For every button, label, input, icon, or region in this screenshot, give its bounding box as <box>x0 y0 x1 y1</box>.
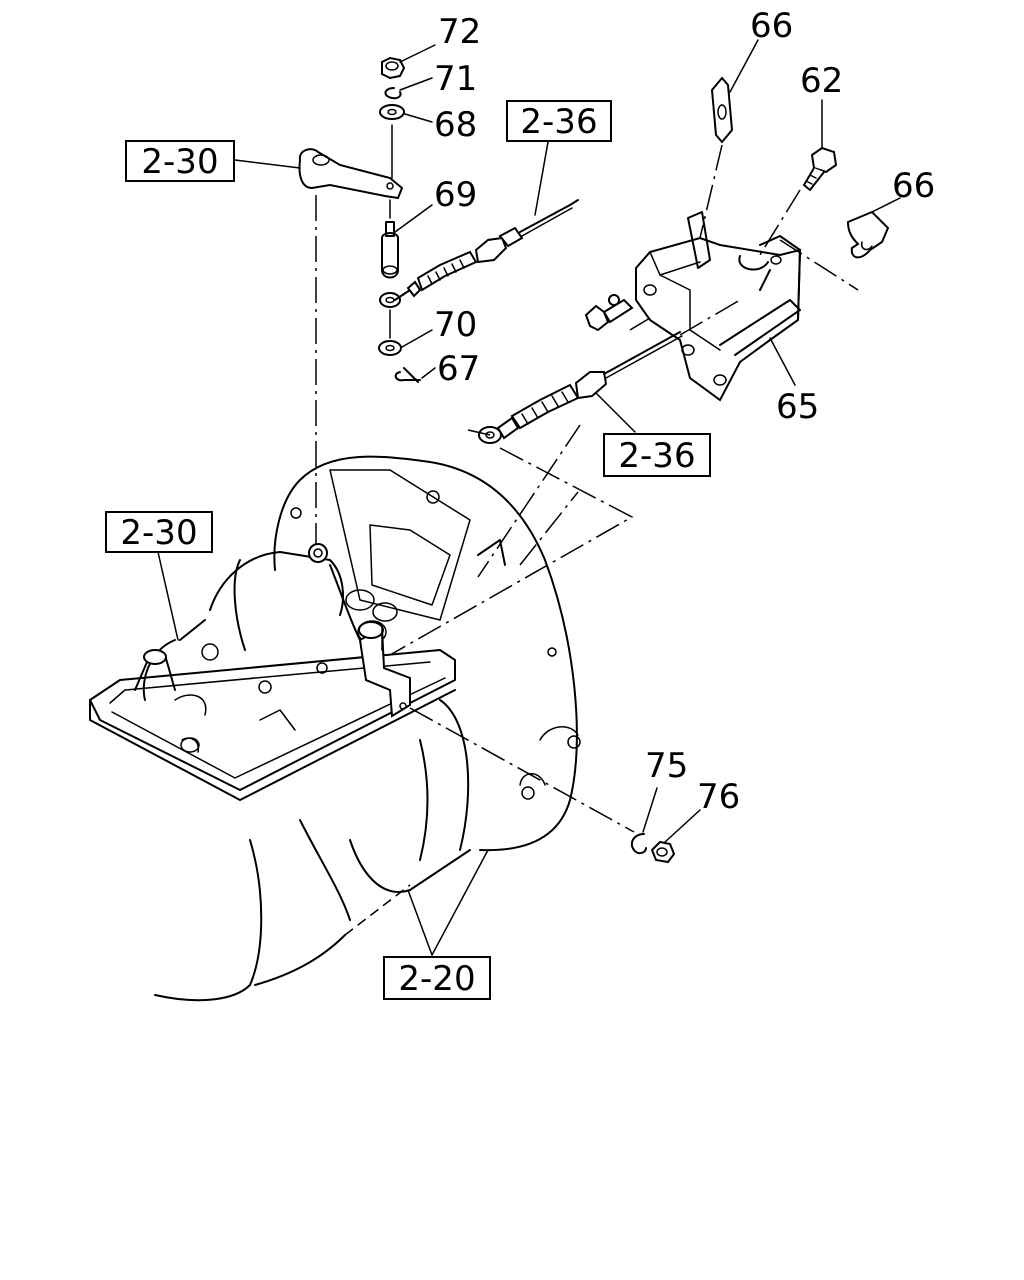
callout-69: 69 <box>434 175 477 215</box>
callout-66-top: 66 <box>750 6 793 46</box>
reference-2-36-top-label: 2-36 <box>520 102 597 142</box>
callout-75: 75 <box>645 746 688 786</box>
lower-fasteners <box>630 833 676 864</box>
reference-2-30-left: 2-30 <box>105 511 213 553</box>
reference-2-36-mid-label: 2-36 <box>618 436 695 476</box>
cable-bracket-assembly <box>584 76 890 402</box>
reference-2-20: 2-20 <box>383 956 491 1000</box>
callout-numbers: 72 71 68 69 70 67 66 62 66 65 75 76 <box>434 6 935 817</box>
upper-shift-cable <box>394 199 579 301</box>
transmission-assembly <box>89 455 581 1002</box>
upper-linkage-parts <box>298 56 421 383</box>
callout-68: 68 <box>434 105 477 145</box>
shift-lever-assembly <box>358 621 411 718</box>
reference-2-30-top-label: 2-30 <box>141 142 218 182</box>
reference-2-30-left-label: 2-30 <box>120 513 197 553</box>
reference-boxes: 2-30 2-36 2-36 2-30 2-20 <box>105 100 711 1000</box>
reference-2-36-mid: 2-36 <box>603 433 711 477</box>
callout-76: 76 <box>697 777 740 817</box>
lower-shift-cable <box>478 331 683 444</box>
reference-2-30-top: 2-30 <box>125 140 235 182</box>
callout-71: 71 <box>434 59 477 99</box>
callout-70: 70 <box>434 305 477 345</box>
callout-65: 65 <box>776 387 819 427</box>
leader-lines <box>157 39 901 956</box>
callout-66-right: 66 <box>892 166 935 206</box>
callout-72: 72 <box>438 12 481 52</box>
reference-2-36-top: 2-36 <box>506 100 612 142</box>
reference-2-20-label: 2-20 <box>398 959 475 999</box>
callout-62: 62 <box>800 61 843 101</box>
callout-67: 67 <box>437 349 480 389</box>
